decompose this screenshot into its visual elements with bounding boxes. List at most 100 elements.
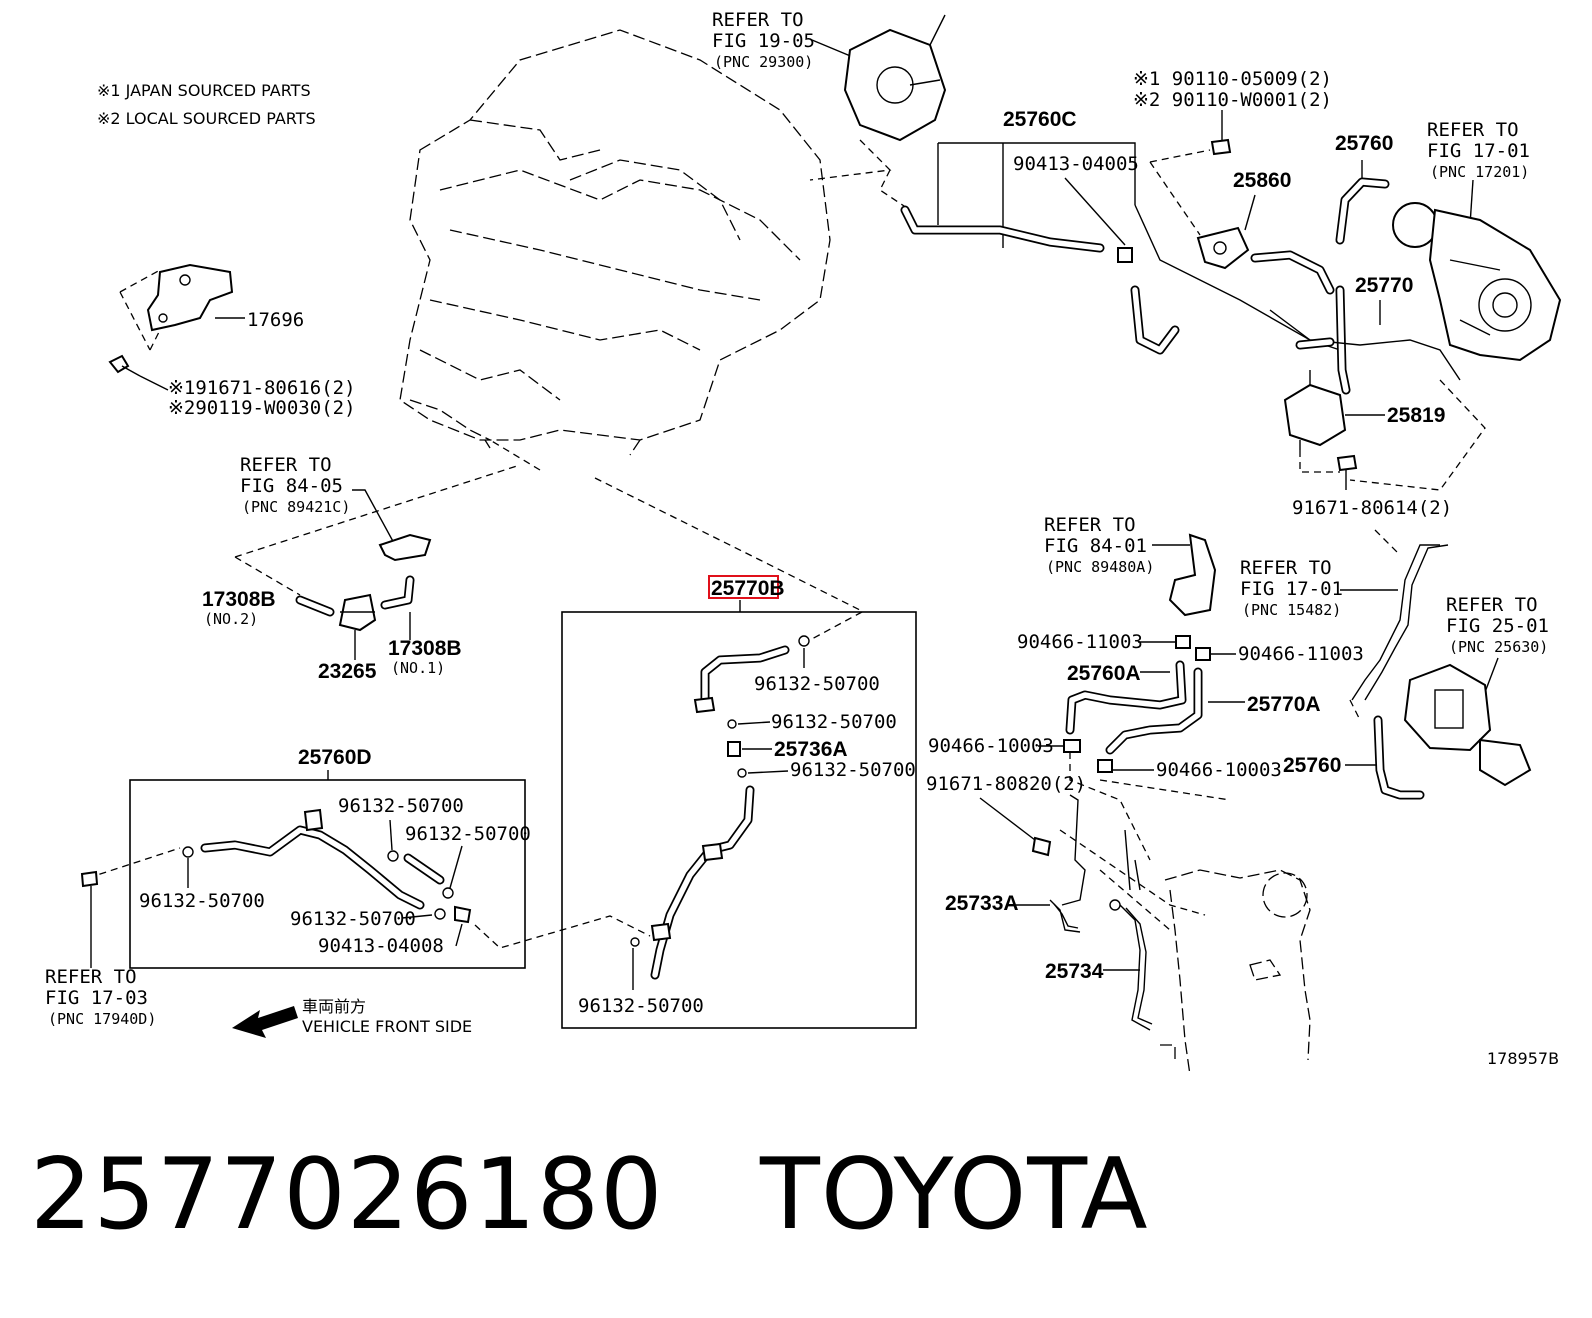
- label-25760a: 25760A: [1067, 662, 1141, 685]
- ref-fig17-03-line3: (PNC 17940D): [48, 1010, 156, 1028]
- clamp-icon: [442, 887, 454, 899]
- label-25760c: 25760C: [1003, 108, 1077, 131]
- bolt-icon: [1031, 836, 1052, 857]
- clamp-icon: [737, 768, 747, 778]
- clamp-icon: [1097, 759, 1113, 773]
- footer-brand: TOYOTA: [759, 1138, 1149, 1252]
- label-d-96132-4: 96132-50700: [290, 908, 416, 930]
- label-90466-10003-b: 90466-10003: [1156, 759, 1282, 781]
- footer-part-number: 2577026180: [30, 1138, 664, 1252]
- bracket-89480a-part: [1168, 533, 1217, 617]
- label-d-96132-3: 96132-50700: [405, 823, 531, 845]
- clamp-icon: [1063, 739, 1081, 753]
- label-bolt-91671-80616: ※191671-80616(2): [168, 377, 356, 399]
- label-front-jp: 車両前方: [302, 997, 366, 1016]
- label-90466-11003-a: 90466-11003: [1017, 631, 1143, 653]
- label-25760-top: 25760: [1335, 132, 1393, 155]
- label-25760d: 25760D: [298, 746, 372, 769]
- label-25733a: 25733A: [945, 892, 1019, 915]
- label-17696: 17696: [247, 309, 304, 331]
- ref-fig17b-line1: REFER TO: [1240, 557, 1332, 579]
- ref-fig84-01-line3: (PNC 89480A): [1046, 558, 1154, 576]
- hose-25760a: [1065, 660, 1187, 735]
- ref-fig84-01-line1: REFER TO: [1044, 514, 1136, 536]
- ref-fig17a-line2: FIG 17-01: [1427, 140, 1530, 162]
- label-b-96132-4: 96132-50700: [578, 995, 704, 1017]
- ref-fig84-05-line2: FIG 84-05: [240, 475, 343, 497]
- hose-17308b-no2: [295, 595, 335, 617]
- label-d-96132-1: 96132-50700: [139, 890, 265, 912]
- clamp-icon: [434, 908, 446, 920]
- hose-25770a: [1105, 667, 1203, 755]
- bracket-part: [1061, 794, 1141, 906]
- label-25736a: 25736A: [774, 738, 848, 761]
- bolt-icon: [108, 354, 141, 377]
- label-25860: 25860: [1233, 169, 1291, 192]
- ref-fig25-line1: REFER TO: [1446, 594, 1538, 616]
- valve-25860-part: [1196, 226, 1250, 270]
- hose-17308b-no1: [380, 575, 415, 610]
- transmission-outline: [1160, 869, 1311, 1076]
- label-d-90413-04008: 90413-04008: [318, 935, 444, 957]
- ref-fig17-03-line1: REFER TO: [45, 966, 137, 988]
- clamp-icon: [630, 937, 640, 947]
- label-no2: (NO.2): [204, 610, 258, 628]
- joint-25736a-part: [727, 741, 741, 757]
- label-90466-11003-b: 90466-11003: [1238, 643, 1364, 665]
- label-17308b-no2: 17308B: [202, 588, 276, 611]
- vacuum-pump-part: [843, 14, 947, 142]
- label-25770: 25770: [1355, 274, 1413, 297]
- ref-fig19-line3: (PNC 29300): [714, 53, 813, 71]
- note-japan-sourced: ※1 JAPAN SOURCED PARTS: [97, 81, 311, 100]
- turbocharger-part: [1392, 202, 1562, 362]
- ref-fig25-line3: (PNC 25630): [1449, 638, 1548, 656]
- ref-fig84-01-line2: FIG 84-01: [1044, 535, 1147, 557]
- figure-number: 178957B: [1487, 1049, 1559, 1068]
- ref-fig19-line1: REFER TO: [712, 9, 804, 31]
- label-25770b: 25770B: [711, 577, 785, 600]
- highlight-box-25770b: [708, 575, 779, 599]
- egr-valve-part: [1403, 663, 1532, 787]
- label-d-96132-2: 96132-50700: [338, 795, 464, 817]
- label-25770a: 25770A: [1247, 693, 1321, 716]
- label-90110-05009: ※1 90110-05009(2): [1133, 68, 1332, 90]
- label-b-96132-2: 96132-50700: [771, 711, 897, 733]
- label-b-96132-1: 96132-50700: [754, 673, 880, 695]
- clamp-icon: [182, 846, 194, 858]
- hose-25770b: [650, 645, 790, 980]
- group-box-25760d: [129, 779, 526, 969]
- joint-90413-04008-part: [454, 905, 472, 924]
- pipe-end-part: [80, 870, 99, 888]
- ref-fig17-03-line2: FIG 17-03: [45, 987, 148, 1009]
- label-91671-80820: 91671-80820(2): [926, 773, 1086, 795]
- clamp-icon: [387, 850, 399, 862]
- filter-23265-part: [338, 593, 377, 632]
- bolt-icon: [1336, 454, 1358, 490]
- label-front-en: VEHICLE FRONT SIDE: [302, 1017, 472, 1036]
- bolt-icon: [1210, 138, 1232, 156]
- label-no1: (NO.1): [391, 659, 445, 677]
- ref-fig84-05-line1: REFER TO: [240, 454, 332, 476]
- footer-part-info: 2577026180 TOYOTA: [30, 1138, 1149, 1252]
- engine-block-outline: [399, 29, 831, 456]
- group-box-25770b: [561, 611, 917, 1029]
- label-b-96132-3: 96132-50700: [790, 759, 916, 781]
- label-90413-04005: 90413-04005: [1013, 153, 1139, 175]
- vsv-25819-part: [1283, 370, 1347, 450]
- note-local-sourced: ※2 LOCAL SOURCED PARTS: [97, 109, 316, 128]
- bracket-17696: [146, 263, 245, 332]
- clamp-icon: [1175, 635, 1191, 649]
- ref-fig17b-line3: (PNC 15482): [1242, 601, 1341, 619]
- label-bolt-90119-w0030: ※290119-W0030(2): [168, 397, 356, 419]
- front-arrow-icon: [232, 1006, 298, 1038]
- ref-fig25-line2: FIG 25-01: [1446, 615, 1549, 637]
- clamp-icon: [798, 635, 810, 647]
- label-91671-80614: 91671-80614(2): [1292, 497, 1452, 519]
- ref-fig19-line2: FIG 19-05: [712, 30, 815, 52]
- ref-fig84-05-line3: (PNC 89421C): [242, 498, 350, 516]
- label-25734: 25734: [1045, 960, 1104, 983]
- label-90466-10003-a: 90466-10003: [928, 735, 1054, 757]
- hose-25760c: [900, 205, 1180, 355]
- label-23265: 23265: [318, 660, 377, 683]
